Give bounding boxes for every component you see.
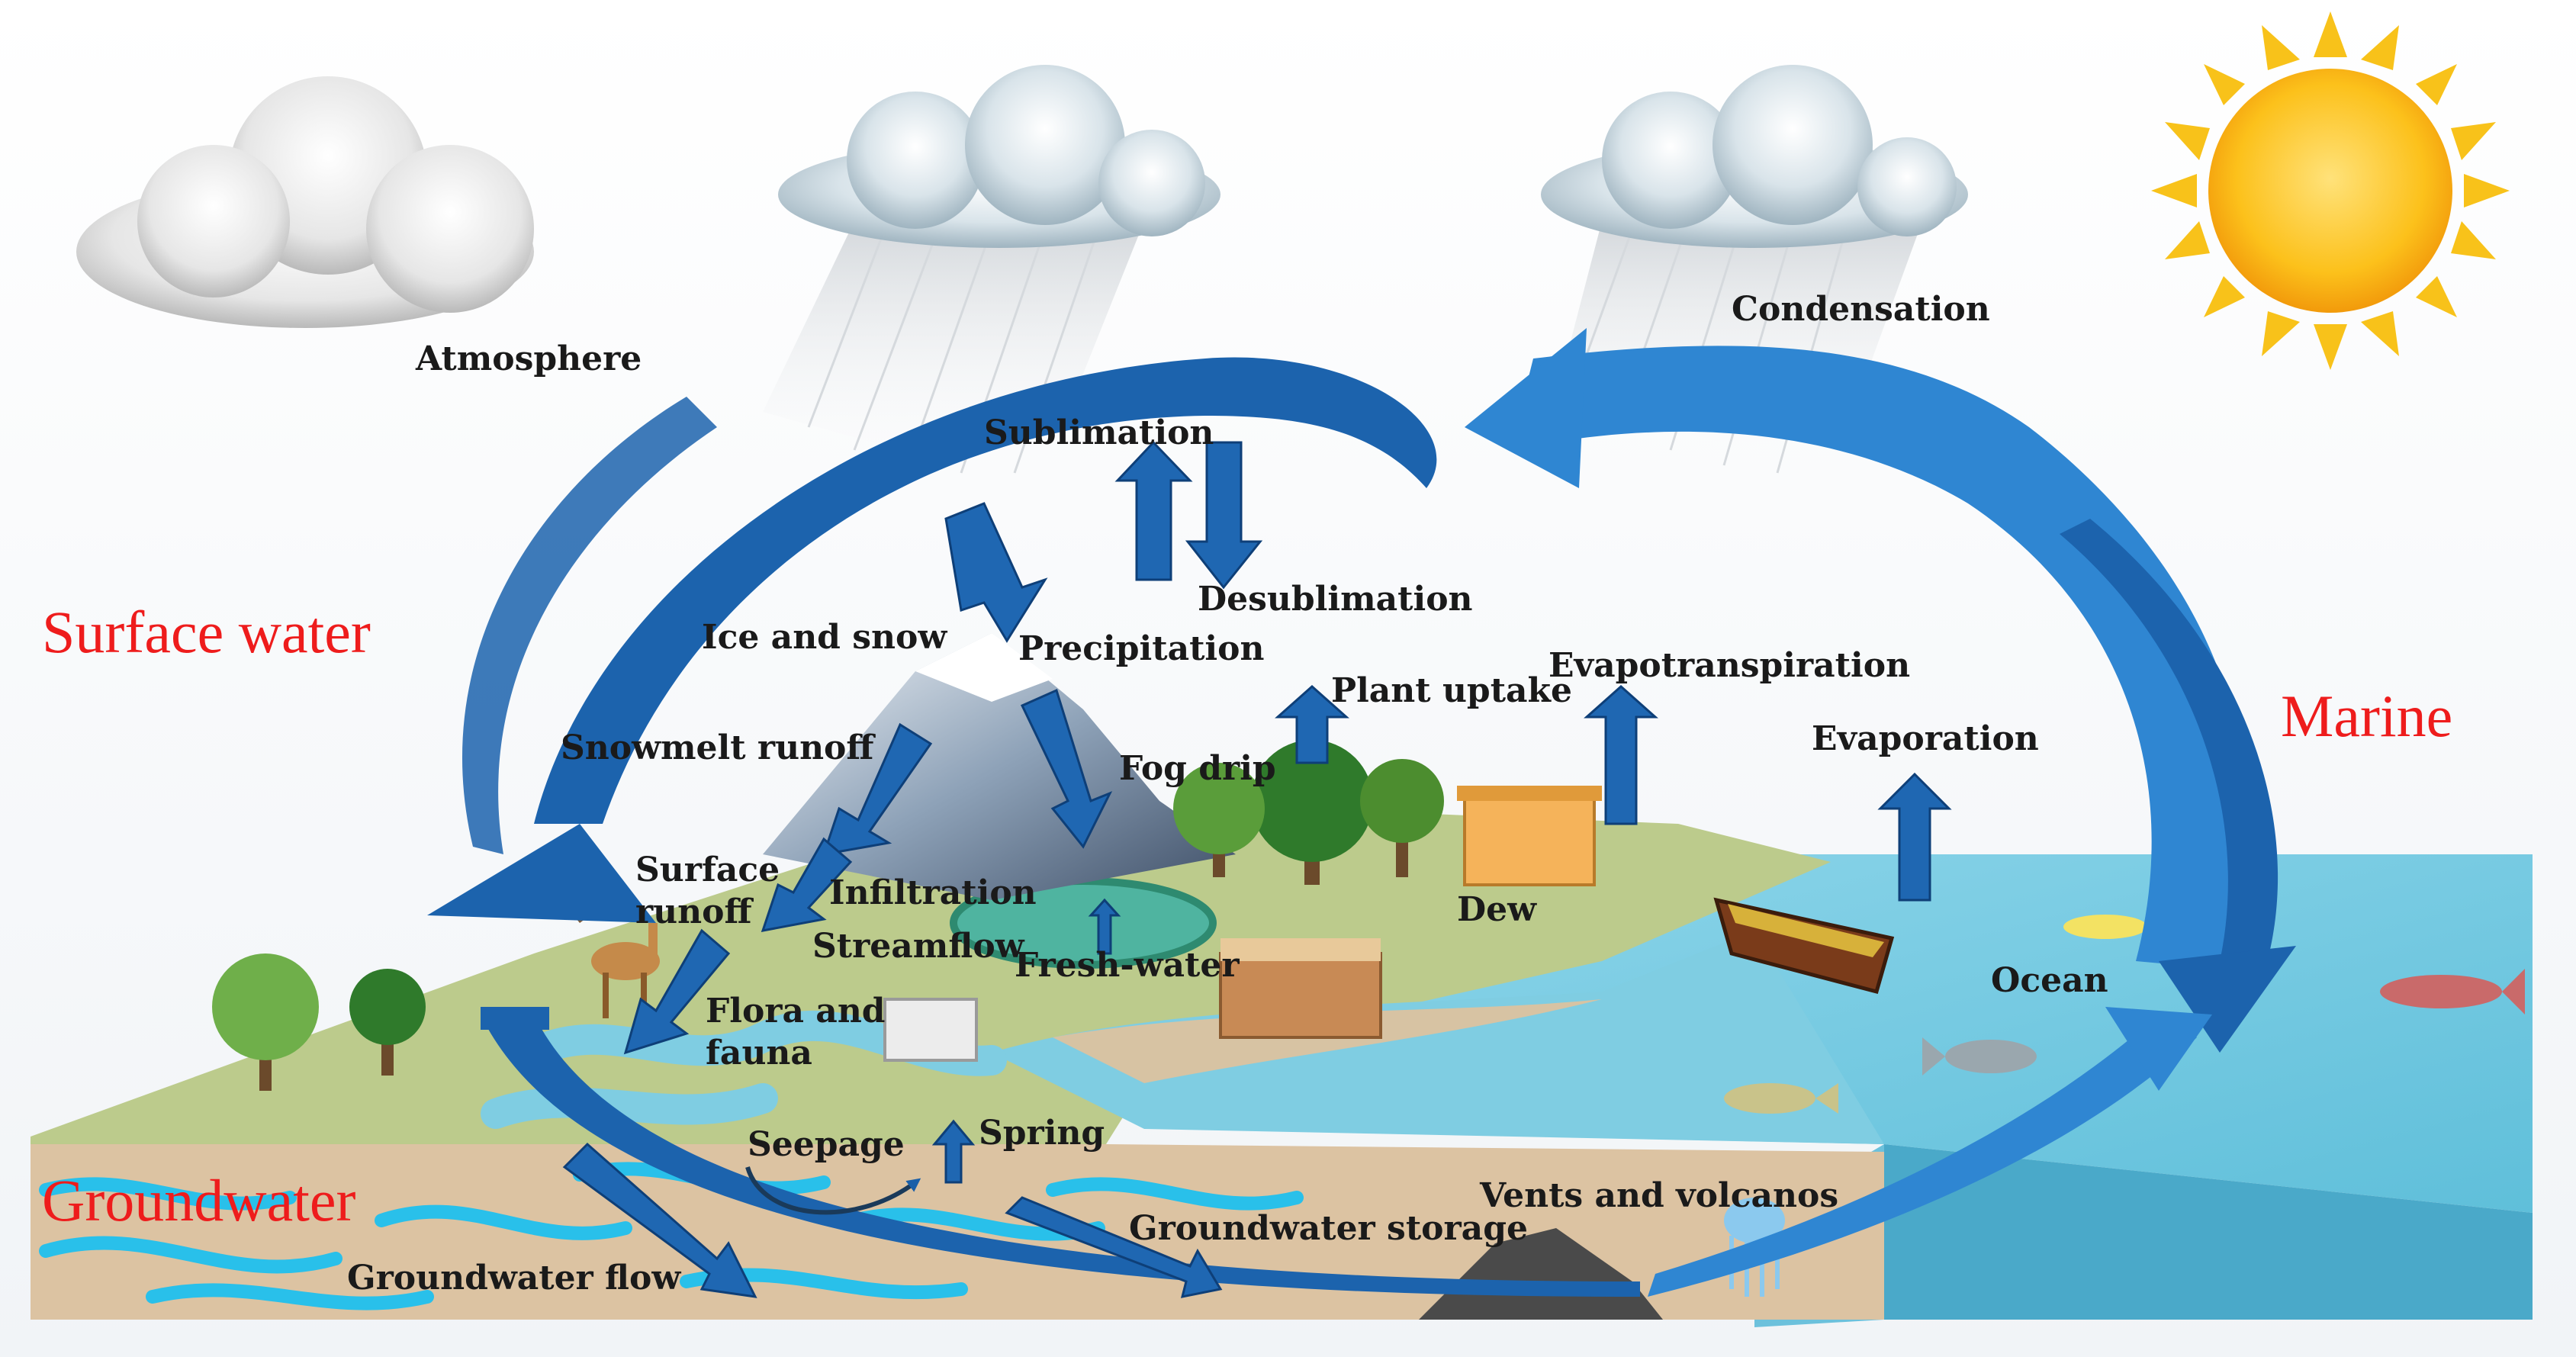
zone-marine: Marine — [2281, 683, 2452, 749]
soil-layer — [31, 1144, 1884, 1320]
label-flora: Flora and — [706, 992, 886, 1031]
label-ocean: Ocean — [1991, 961, 2108, 1000]
volcano-icon — [1419, 1228, 1663, 1320]
label-condensation: Condensation — [1732, 290, 1990, 329]
land-surface — [31, 809, 1884, 1159]
label-dew: Dew — [1457, 890, 1537, 929]
label-seepage: Seepage — [748, 1125, 905, 1164]
process-arrows — [562, 440, 1952, 1298]
label-atmosphere: Atmosphere — [415, 339, 642, 378]
label-fog-drip: Fog drip — [1119, 749, 1276, 788]
seepage-arrow — [745, 1166, 921, 1215]
zone-groundwater: Groundwater — [42, 1167, 356, 1233]
label-desublimation: Desublimation — [1198, 580, 1473, 619]
label-fauna: fauna — [706, 1034, 812, 1072]
cycle-arrows — [427, 328, 2296, 1297]
sun-icon — [2151, 11, 2510, 370]
mountain-icon — [763, 633, 1236, 900]
cloud-icon — [76, 76, 534, 328]
fish-icon — [1724, 912, 2525, 1114]
label-sublimation: Sublimation — [984, 413, 1214, 452]
label-surface: Surface — [635, 851, 780, 889]
label-evapotranspiration: Evapotranspiration — [1548, 646, 1910, 685]
label-spring: Spring — [979, 1114, 1105, 1153]
label-runoff: runoff — [635, 892, 754, 931]
boat-icon — [1713, 897, 1895, 995]
tree-icon — [212, 740, 1444, 1091]
label-precipitation: Precipitation — [1018, 629, 1264, 668]
label-ice-and-snow: Ice and snow — [702, 618, 947, 657]
label-streamflow: Streamflow — [812, 927, 1025, 966]
label-groundwater-flow: Groundwater flow — [347, 1259, 681, 1298]
zone-surface-water: Surface water — [42, 599, 371, 665]
label-vents-and-volcanos: Vents and volcanos — [1479, 1176, 1838, 1215]
label-infiltration: Infiltration — [829, 873, 1037, 912]
label-snowmelt-runoff: Snowmelt runoff — [561, 728, 876, 767]
label-evaporation: Evaporation — [1812, 719, 2039, 758]
label-fresh-water: Fresh-water — [1015, 946, 1240, 985]
label-groundwater-storage: Groundwater storage — [1129, 1209, 1528, 1248]
building-icon — [883, 786, 1602, 1062]
deer-icon — [591, 923, 660, 1018]
label-plant-uptake: Plant uptake — [1331, 671, 1572, 710]
